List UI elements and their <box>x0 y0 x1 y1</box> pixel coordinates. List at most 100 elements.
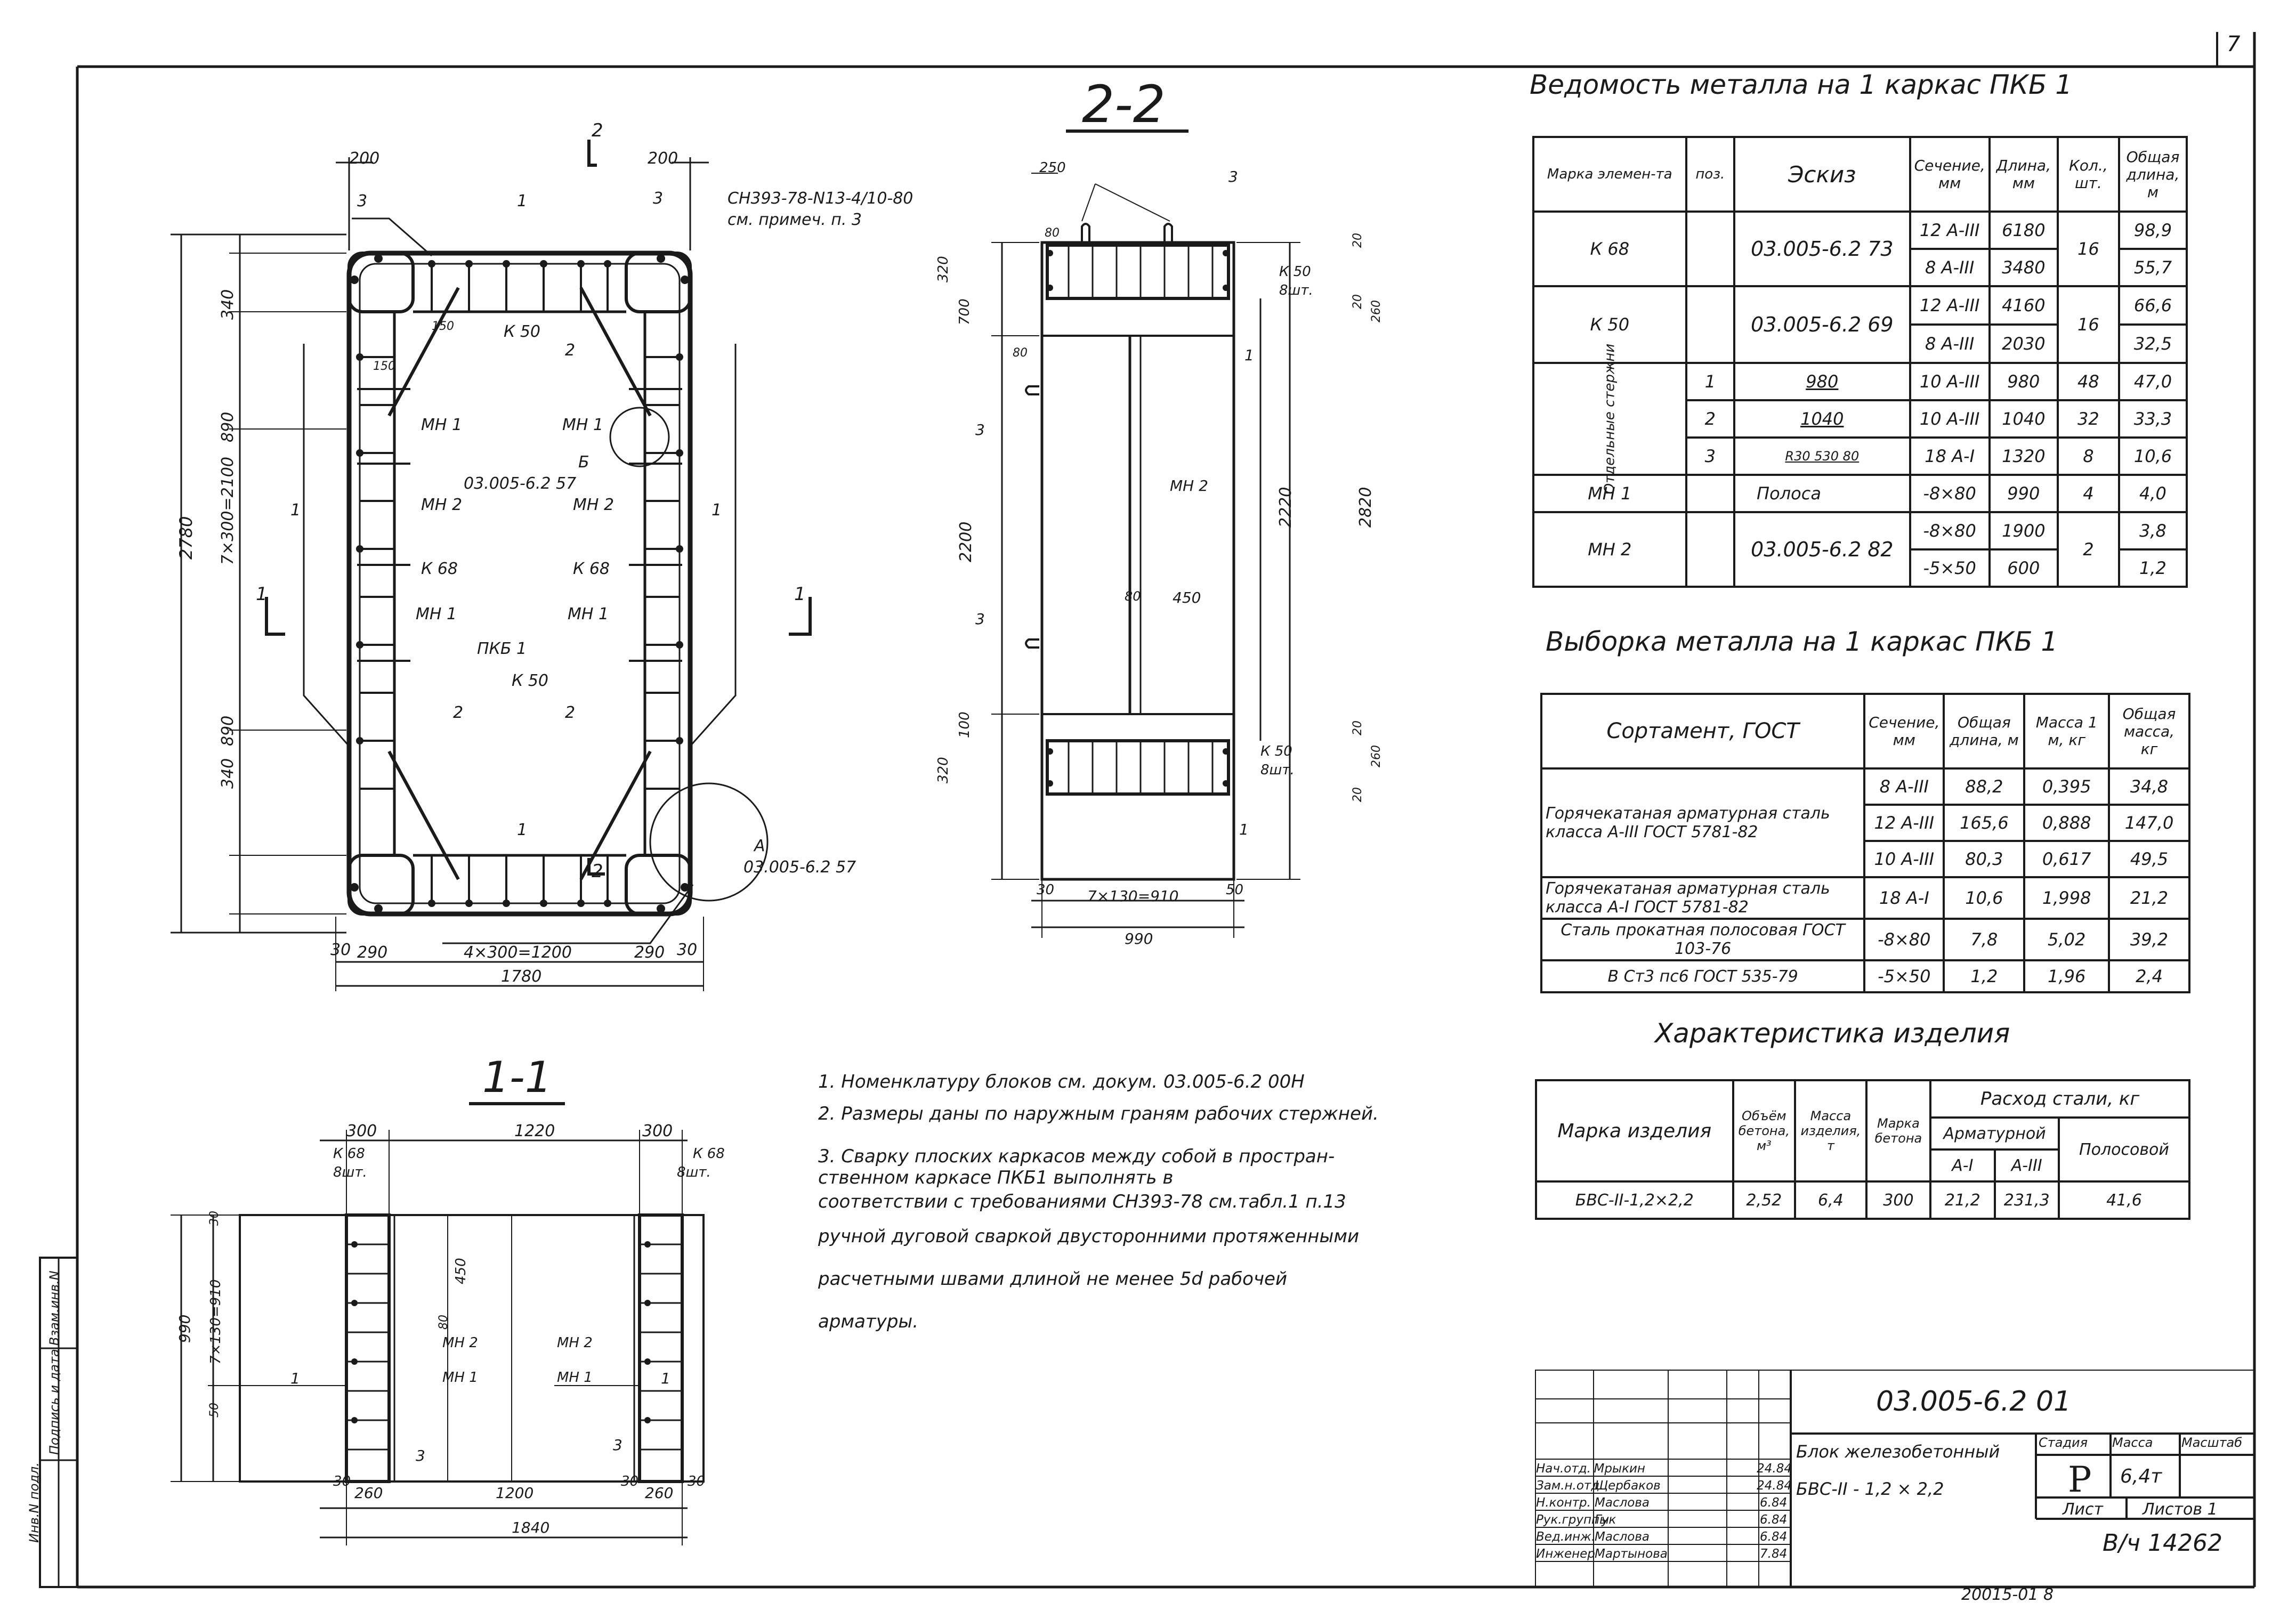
cell: 2030 <box>1988 323 2059 364</box>
cell: 10 А-III <box>1909 362 1991 401</box>
stamp-name: Гук <box>1595 1513 1616 1527</box>
cell: -5×50 <box>1863 959 1945 993</box>
cell <box>1685 211 1736 287</box>
sec11-label: 300 <box>346 1122 377 1140</box>
sheet-corner-number: 7 <box>2227 32 2241 56</box>
sec11-label: 7×130=910 <box>208 1279 224 1364</box>
stamp-stage-label: Стадия <box>2039 1435 2088 1450</box>
section-11-drawing <box>171 1130 705 1545</box>
cell: 1040 <box>1988 399 2059 439</box>
cell: 8 <box>2056 436 2120 476</box>
sec11-label: 990 <box>176 1314 193 1343</box>
sec22-label: 7×130=910 <box>1087 887 1179 905</box>
stamp-date: 24.84 <box>1757 1479 1792 1493</box>
sec22-label: 260 <box>1370 745 1383 767</box>
sec11-label: 260 <box>354 1484 383 1502</box>
plan-label-ref-a: 03.005-6.2 57 <box>743 858 856 877</box>
plan-dim-left: 890 <box>219 411 237 442</box>
col-header: поз. <box>1685 136 1736 213</box>
sec22-label: 990 <box>1125 930 1153 948</box>
stamp-role: Нач.отд. <box>1536 1462 1591 1476</box>
sec22-label: МН 2 <box>1170 477 1208 495</box>
stamp-sheets-label: Листов 1 <box>2143 1500 2218 1519</box>
sec11-label: 1200 <box>496 1484 534 1502</box>
stamp-date: 7.84 <box>1760 1547 1788 1561</box>
plan-section-mark: 1 <box>794 584 806 605</box>
col-header: Марка элемен-та <box>1532 136 1687 213</box>
cell: 6,4 <box>1794 1180 1867 1220</box>
stamp-sheet-label: Лист <box>2063 1500 2104 1519</box>
table-row: Сталь прокатная полосовая ГОСТ 103-76 -8… <box>1540 918 2190 961</box>
title-underline-11 <box>469 1102 565 1105</box>
cell: 600 <box>1988 548 2059 588</box>
cell: 1 <box>1685 362 1736 401</box>
note-line: ручной дуговой сваркой двусторонними про… <box>818 1226 1360 1247</box>
plan-label-k68: К 68 <box>573 560 610 578</box>
plan-label-mn1: МН 1 <box>562 416 604 434</box>
cell: 34,8 <box>2108 767 2190 806</box>
cell: 990 <box>1988 474 2059 513</box>
sec22-label: 450 <box>1173 589 1201 606</box>
cell: 48 <box>2056 362 2120 401</box>
cell: 33,3 <box>2117 399 2188 439</box>
sec22-label: 2220 <box>1276 487 1295 528</box>
sec22-label: 100 <box>957 711 973 738</box>
stamp-date: 6.84 <box>1760 1530 1788 1544</box>
sec22-label: 260 <box>1370 300 1383 322</box>
vyborka-table: Сортамент, ГОСТ Сечение, мм Общая длина,… <box>1540 693 2190 993</box>
sec11-label: МН 2 <box>442 1335 478 1351</box>
sec11-label: 260 <box>645 1484 674 1502</box>
stamp-date: 6.84 <box>1760 1496 1788 1510</box>
cell: 8 А-III <box>1863 767 1945 806</box>
cell: 1040 <box>1733 399 1911 439</box>
sec11-label: 30 <box>688 1474 706 1489</box>
cell: Полоса <box>1733 474 1911 513</box>
col-header: Марка бетона <box>1865 1079 1932 1183</box>
cell: 3,8 <box>2117 511 2188 551</box>
cell: 39,2 <box>2108 918 2190 961</box>
cell: 2,52 <box>1732 1180 1797 1220</box>
plan-label-detail-b: Б <box>578 453 589 472</box>
sec11-label: 1 <box>661 1370 670 1387</box>
cell: МН 1 <box>1532 474 1687 513</box>
sec22-label: 30 <box>1037 882 1055 898</box>
sec11-label: 8шт. <box>333 1164 367 1180</box>
plan-label-ref: 03.005-6.2 57 <box>464 474 577 493</box>
sec22-label: 80 <box>1013 346 1028 360</box>
cell: 1900 <box>1988 511 2059 551</box>
cell: 300 <box>1865 1180 1932 1220</box>
group-label: Отдельные стержни <box>1602 343 1618 495</box>
sec22-label: К 50 <box>1260 743 1292 759</box>
stamp-scale-label: Масштаб <box>2181 1435 2243 1450</box>
cell: Горячекатаная арматурная сталь класса А-… <box>1540 876 1866 920</box>
table-row: К 50 03.005-6.2 69 12 А-III 4160 16 66,6 <box>1532 285 2188 364</box>
sec22-label: 8шт. <box>1260 762 1295 778</box>
stamp-name-line2: БВС-II - 1,2 × 2,2 <box>1796 1479 1944 1499</box>
side-col-inv-replace: Взам.инв.N <box>47 1270 62 1346</box>
cell: 0,888 <box>2023 804 2111 842</box>
col-header: Расход стали, кг <box>1929 1079 2190 1119</box>
table-row: Горячекатаная арматурная сталь класса А-… <box>1540 876 2190 920</box>
cell: 8 А-III <box>1909 323 1991 364</box>
cell: 03.005-6.2 82 <box>1733 511 1911 588</box>
cell: В Ст3 пс6 ГОСТ 535-79 <box>1540 959 1866 993</box>
cell: 4 <box>2056 474 2120 513</box>
stamp-role: Вед.инж. <box>1536 1530 1596 1544</box>
stamp-mass: 6,4т <box>2120 1466 2162 1487</box>
cell: 32,5 <box>2117 323 2188 364</box>
cell: 16 <box>2056 211 2120 287</box>
sec22-label: 1 <box>1239 821 1249 838</box>
sec11-label: К 68 <box>333 1146 365 1162</box>
plan-section-mark: 2 <box>592 861 603 882</box>
table-row: 8 А-III 3480 55,7 <box>1533 248 2188 287</box>
cell: БВС-II-1,2×2,2 <box>1535 1180 1734 1220</box>
cell: -5×50 <box>1909 548 1991 588</box>
sec11-label: 3 <box>613 1436 622 1454</box>
sec11-label: 300 <box>642 1122 673 1140</box>
cell: 03.005-6.2 69 <box>1733 285 1911 364</box>
stamp-frame <box>1535 1370 2254 1588</box>
table-row: 12 А-III 165,6 0,888 147,0 <box>1541 804 2190 842</box>
col-header: А-III <box>1993 1148 2060 1183</box>
